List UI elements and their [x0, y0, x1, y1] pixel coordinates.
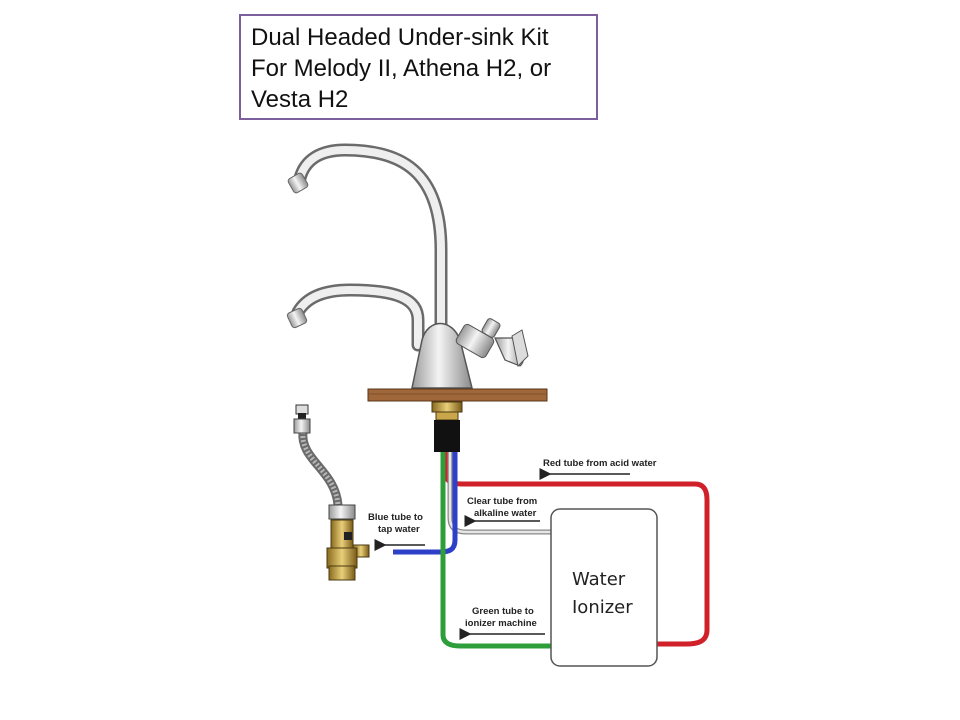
green-tube-label-line1: Green tube to: [472, 606, 534, 617]
blue-tube-label-line1: Blue tube to: [368, 512, 423, 523]
ionizer-label-line1: Water: [572, 569, 626, 590]
faucet-handle: [455, 318, 529, 368]
faucet: [286, 143, 529, 389]
title-line-1: Dual Headed Under-sink Kit: [251, 24, 549, 51]
green-tube: [440, 452, 556, 649]
water-ionizer-box: [550, 508, 658, 667]
tall-spout-tip: [287, 172, 309, 194]
clear-tube: [447, 452, 556, 535]
blue-tube: [393, 452, 458, 555]
title-line-3: Vesta H2: [251, 86, 349, 113]
diverter-valve-assembly: [293, 404, 370, 581]
red-tube-label: Red tube from acid water: [543, 458, 657, 469]
blue-tube-label-line2: tap water: [378, 524, 420, 535]
clear-tube-label-line1: Clear tube from: [467, 496, 537, 507]
title-box: Dual Headed Under-sink Kit For Melody II…: [239, 14, 598, 120]
title-line-2: For Melody II, Athena H2, or: [251, 55, 552, 82]
shank-collar: [435, 411, 459, 421]
ionizer-label-line2: Ionizer: [572, 597, 633, 618]
mounting-nut: [431, 401, 463, 413]
green-tube-label-line2: ionizer machine: [465, 618, 537, 629]
shank-block: [434, 420, 460, 452]
short-spout-tip: [286, 307, 308, 329]
countertop: [367, 388, 548, 402]
clear-tube-label-line2: alkaline water: [474, 508, 537, 519]
